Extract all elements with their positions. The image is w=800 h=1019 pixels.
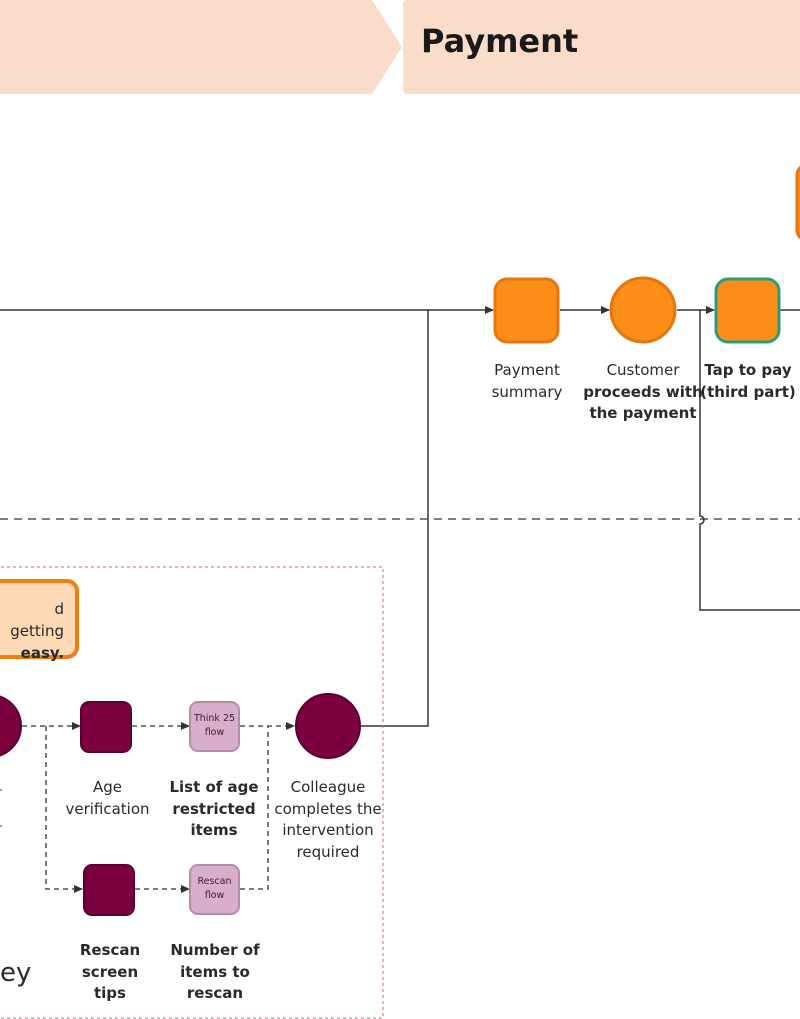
rescan-flow-inner-label: Rescan flow [197,876,232,901]
think25-inner-label: Think 25 flow [193,713,236,738]
age-verification-label: Age verification [65,778,150,818]
payment-summary-label: Payment summary [491,361,563,401]
tap-to-pay-label: Tap to pay (third part) [700,361,796,401]
note-text: d getting easy. [10,600,64,662]
think25-label: List of age restricted items [169,778,259,839]
customer-proceeds-label: Customer proceeds with the payment [583,361,703,422]
journey-title-fragment: ey [0,958,32,988]
cut-off-maroon-node [0,695,22,757]
payment-stage-banner: Payment [403,0,800,94]
colleague-node [295,693,361,759]
stage-title: Payment [421,22,579,60]
rescan-flow-label: Number of items to rescan [170,941,260,1002]
rescan-flow-node [189,864,240,915]
return-connector [361,310,429,727]
rescan-tips-node [83,864,135,916]
colleague-label: Colleague completes the intervention req… [274,778,382,861]
tap-to-pay-node [714,277,781,344]
previous-stage-banner [0,0,402,94]
tap-branch-connector [699,310,800,611]
offscreen-orange-node [795,165,800,240]
note-box [0,579,79,659]
customer-proceeds-node [609,276,677,344]
payment-summary-node [493,277,560,344]
think25-flow-node [189,701,240,752]
rescan-tips-label: Rescan screen tips [79,941,141,1002]
age-verification-node [80,701,132,753]
intervention-region [0,566,384,1019]
